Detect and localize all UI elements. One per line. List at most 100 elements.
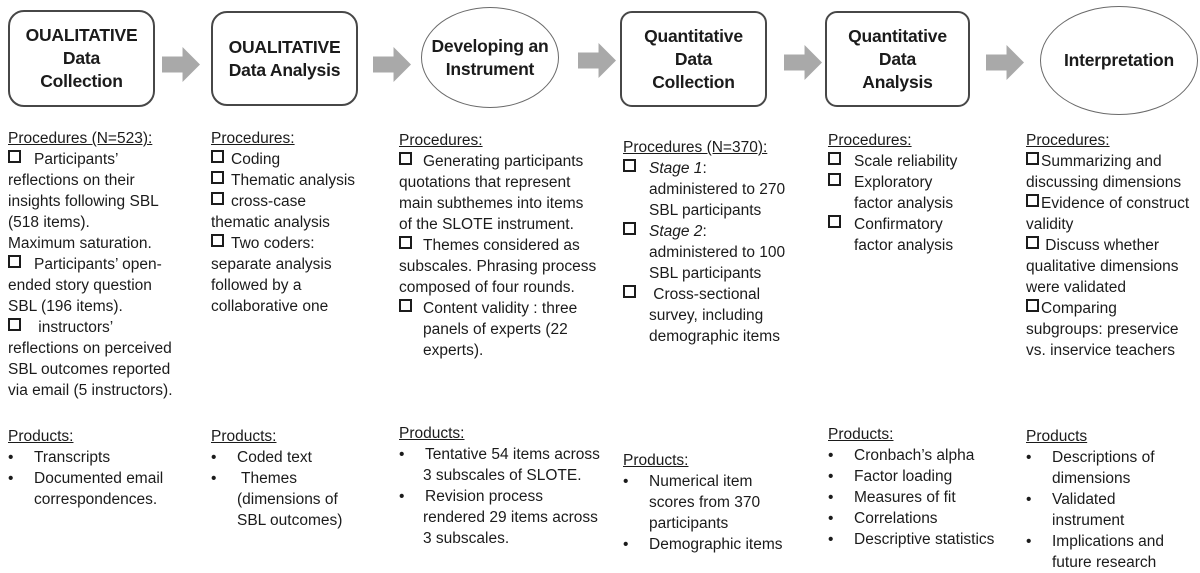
procedures-block: Procedures (N=523): Participants’ reflec… (8, 128, 206, 401)
procedures-heading: Procedures: (828, 132, 912, 149)
products-heading: Products: (8, 428, 74, 445)
product-item: Correlations (828, 508, 1026, 529)
product-item: Cronbach’s alpha (828, 445, 1026, 466)
procedure-item: Participants’ reflections on their insig… (8, 150, 159, 252)
column-qualitative-data-analysis: Procedures: Coding Thematic analysis cro… (211, 0, 393, 573)
bullet-icon (828, 529, 854, 550)
products-heading: Products: (399, 425, 465, 442)
column-qualitative-data-collection: Procedures (N=523): Participants’ reflec… (8, 0, 206, 573)
checkbox-icon (211, 150, 224, 163)
product-item: Descriptive statistics (828, 529, 1026, 550)
product-item: Tentative 54 items across 3 subscales of… (399, 444, 621, 486)
products-heading: Products: (623, 452, 689, 469)
procedure-item: Generating participants quotations that … (399, 152, 584, 233)
product-item: Coded text (211, 447, 393, 468)
procedure-item: Coding (211, 149, 393, 170)
product-item: Validated instrument (1026, 489, 1200, 531)
procedure-item: Comparing subgroups: preservice vs. inse… (1026, 299, 1179, 359)
bullet-icon (8, 468, 34, 489)
products-block: Products Descriptions of dimensions Vali… (1026, 426, 1200, 573)
product-item: Themes (dimensions of SBL outcomes) (211, 468, 393, 531)
checkbox-icon (828, 215, 841, 228)
bullet-icon (1026, 447, 1052, 468)
bullet-icon (211, 447, 237, 468)
product-item: Documented email correspondences. (8, 468, 206, 510)
procedures-block: Procedures: Coding Thematic analysis cro… (211, 128, 393, 317)
procedures-heading: Procedures: (211, 130, 295, 147)
products-block: Products: Numerical item scores from 370… (623, 450, 829, 555)
products-heading: Products (1026, 428, 1088, 445)
checkbox-icon (1026, 152, 1039, 165)
bullet-icon (828, 508, 854, 529)
procedure-item: Content validity : three panels of exper… (399, 298, 621, 361)
bullet-icon (623, 471, 649, 492)
stage-shape-quantitative-data-collection: Quantitative Data Collection (620, 11, 767, 107)
product-item: Measures of fit (828, 487, 1026, 508)
bullet-icon (8, 447, 34, 468)
checkbox-icon (399, 299, 412, 312)
checkbox-icon (623, 222, 636, 235)
column-quantitative-data-collection: Procedures (N=370): Stage 1: administere… (623, 0, 829, 573)
product-item: Demographic items (623, 534, 829, 555)
checkbox-icon (211, 192, 224, 205)
procedure-item: Participants’ open- ended story question… (8, 255, 162, 315)
stage-label: Stage 1 (649, 160, 703, 177)
bullet-icon (399, 486, 425, 507)
product-item: Implications and future research (1026, 531, 1200, 573)
procedures-block: Procedures (N=370): Stage 1: administere… (623, 137, 829, 347)
checkbox-icon (399, 236, 412, 249)
stage-shape-qualitative-data-analysis: OUALITATIVE Data Analysis (211, 11, 358, 106)
product-item: Transcripts (8, 447, 206, 468)
checkbox-icon (211, 171, 224, 184)
procedure-item: Two coders: separate analysis followed b… (211, 234, 332, 315)
products-heading: Products: (211, 428, 277, 445)
stage-shape-interpretation: Interpretation (1040, 6, 1198, 115)
column-interpretation: Procedures: Summarizing and discussing d… (1026, 0, 1200, 573)
product-item: Factor loading (828, 466, 1026, 487)
products-heading: Products: (828, 426, 894, 443)
checkbox-icon (8, 255, 21, 268)
bullet-icon (623, 534, 649, 555)
stage-shape-quantitative-data-analysis: Quantitative Data Analysis (825, 11, 970, 107)
checkbox-icon (623, 285, 636, 298)
procedures-heading: Procedures (N=370): (623, 139, 768, 156)
procedure-item: Stage 2: administered to 100 SBL partici… (623, 221, 829, 284)
procedure-item: Exploratory factor analysis (828, 172, 1026, 214)
procedure-item: Themes considered as subscales. Phrasing… (399, 236, 597, 296)
procedure-item: Summarizing and discussing dimensions (1026, 152, 1182, 191)
procedure-item: Cross-sectional survey, including demogr… (623, 284, 829, 347)
procedure-item: Discuss whether qualitative dimensions w… (1026, 236, 1179, 296)
checkbox-icon (8, 318, 21, 331)
bullet-icon (399, 444, 425, 465)
checkbox-icon (828, 152, 841, 165)
products-block: Products: Tentative 54 items across 3 su… (399, 423, 621, 549)
procedures-block: Procedures: Generating participants quot… (399, 130, 621, 361)
products-block: Products: Transcripts Documented email c… (8, 426, 206, 510)
checkbox-icon (623, 159, 636, 172)
procedure-item: Scale reliability (828, 151, 1026, 172)
checkbox-icon (211, 234, 224, 247)
checkbox-icon (1026, 194, 1039, 207)
stage-shape-developing-an-instrument: Developing an Instrument (421, 7, 559, 108)
checkbox-icon (399, 152, 412, 165)
procedures-block: Procedures: Scale reliability Explorator… (828, 130, 1026, 256)
procedure-item: cross-case thematic analysis (211, 192, 330, 231)
column-quantitative-data-analysis: Procedures: Scale reliability Explorator… (828, 0, 1026, 573)
products-block: Products: Coded text Themes (dimensions … (211, 426, 393, 531)
stage-shape-qualitative-data-collection: OUALITATIVE Data Collection (8, 10, 155, 107)
checkbox-icon (8, 150, 21, 163)
products-block: Products: Cronbach’s alpha Factor loadin… (828, 424, 1026, 550)
column-developing-an-instrument: Procedures: Generating participants quot… (399, 0, 621, 573)
bullet-icon (828, 487, 854, 508)
bullet-icon (828, 445, 854, 466)
procedure-item: Thematic analysis (211, 170, 393, 191)
procedures-heading: Procedures (N=523): (8, 130, 153, 147)
procedures-block: Procedures: Summarizing and discussing d… (1026, 130, 1200, 361)
bullet-icon (1026, 489, 1052, 510)
procedure-item: Evidence of construct validity (1026, 194, 1190, 233)
procedure-item: Stage 1: administered to 270 SBL partici… (623, 158, 829, 221)
product-item: Descriptions of dimensions (1026, 447, 1200, 489)
product-item: Revision process rendered 29 items acros… (399, 486, 621, 549)
product-item: Numerical item scores from 370 participa… (623, 471, 829, 534)
